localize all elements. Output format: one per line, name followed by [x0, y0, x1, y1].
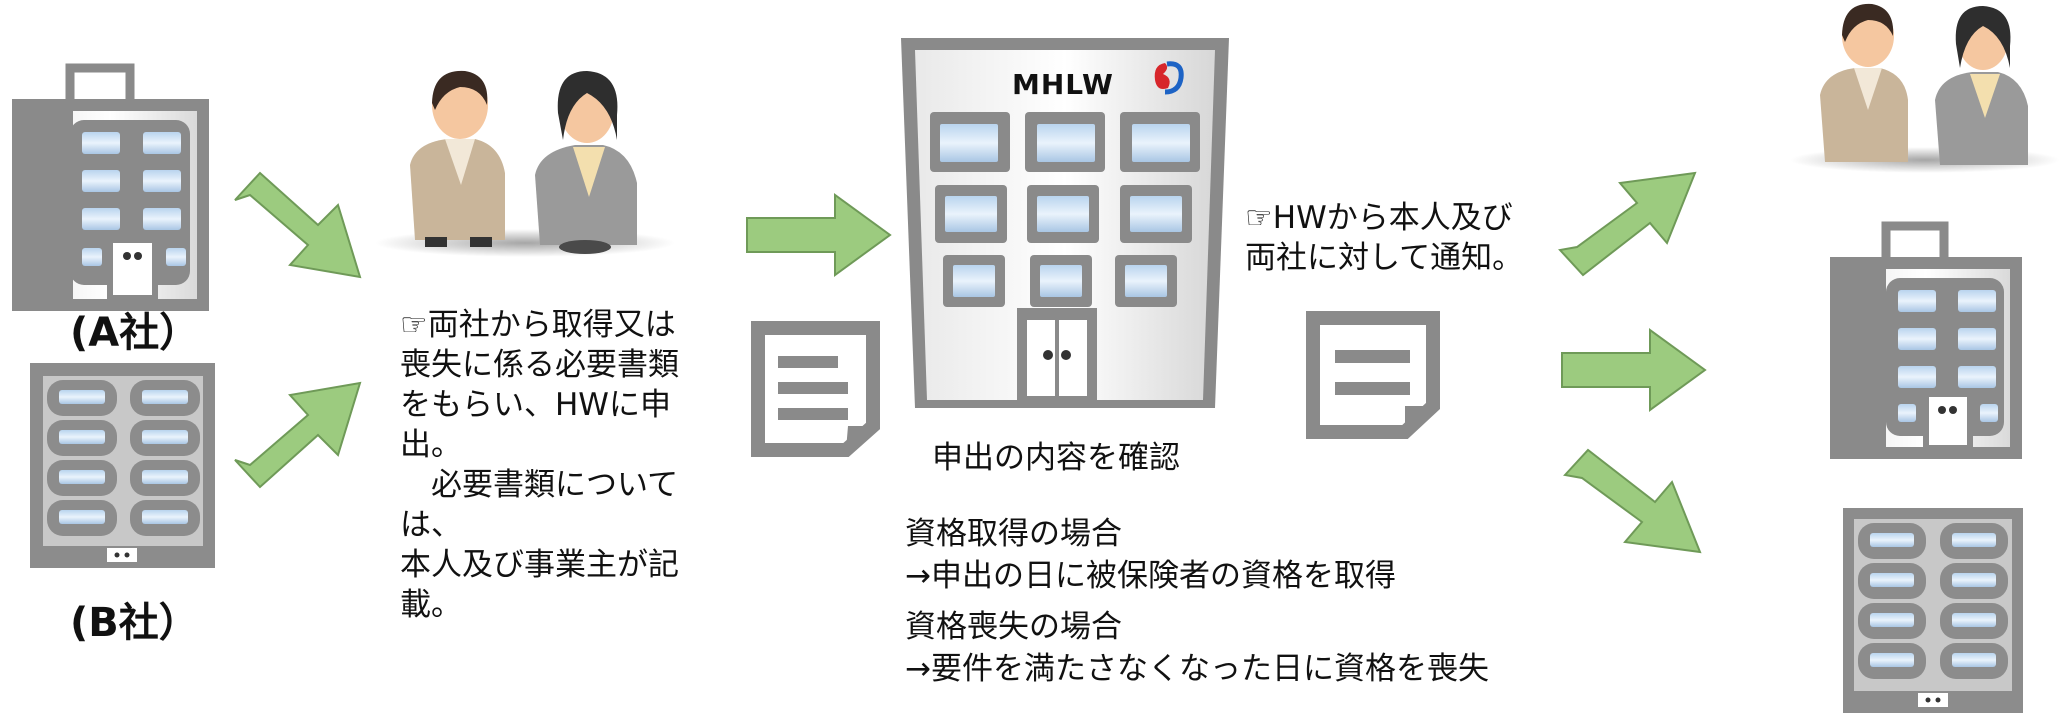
ministry-building-icon	[901, 38, 1229, 408]
document-icon	[751, 321, 880, 457]
building-icon	[1843, 508, 2023, 713]
building-icon	[12, 63, 209, 311]
document-icon	[1306, 311, 1440, 439]
arrow-icon	[234, 381, 362, 489]
submission-note: ☞両社から取得又は 喪失に係る必要書類 をもらい、HWに申出。 必要書類について…	[400, 307, 679, 623]
loss-title: 資格喪失の場合	[905, 609, 1122, 645]
notification-note: ☞HWから本人及び 両社に対して通知。	[1245, 200, 1524, 276]
arrow-icon	[1561, 328, 1707, 412]
company-a-label: (A社）	[70, 310, 200, 356]
arrow-icon	[1558, 171, 1697, 277]
arrow-icon	[1563, 448, 1702, 554]
people-icon	[1790, 3, 2060, 173]
person-male-icon	[410, 70, 505, 247]
ministry-logo-icon	[1154, 61, 1184, 95]
people-icon	[375, 70, 675, 257]
acquisition-title: 資格取得の場合	[905, 516, 1122, 552]
company-b-label: (B社）	[70, 600, 199, 646]
arrow-icon	[746, 193, 892, 277]
person-female-icon	[1935, 6, 2028, 165]
person-male-icon	[1820, 3, 1908, 162]
building-icon	[1830, 221, 2022, 459]
arrow-icon	[234, 171, 362, 279]
person-female-icon	[535, 71, 637, 254]
loss-result: →要件を満たさなくなった日に資格を喪失	[905, 651, 1489, 687]
acquisition-result: →申出の日に被保険者の資格を取得	[905, 558, 1396, 594]
ministry-sign: MHLW	[1012, 68, 1114, 101]
building-icon	[30, 363, 215, 568]
confirm-label: 申出の内容を確認	[932, 440, 1180, 476]
